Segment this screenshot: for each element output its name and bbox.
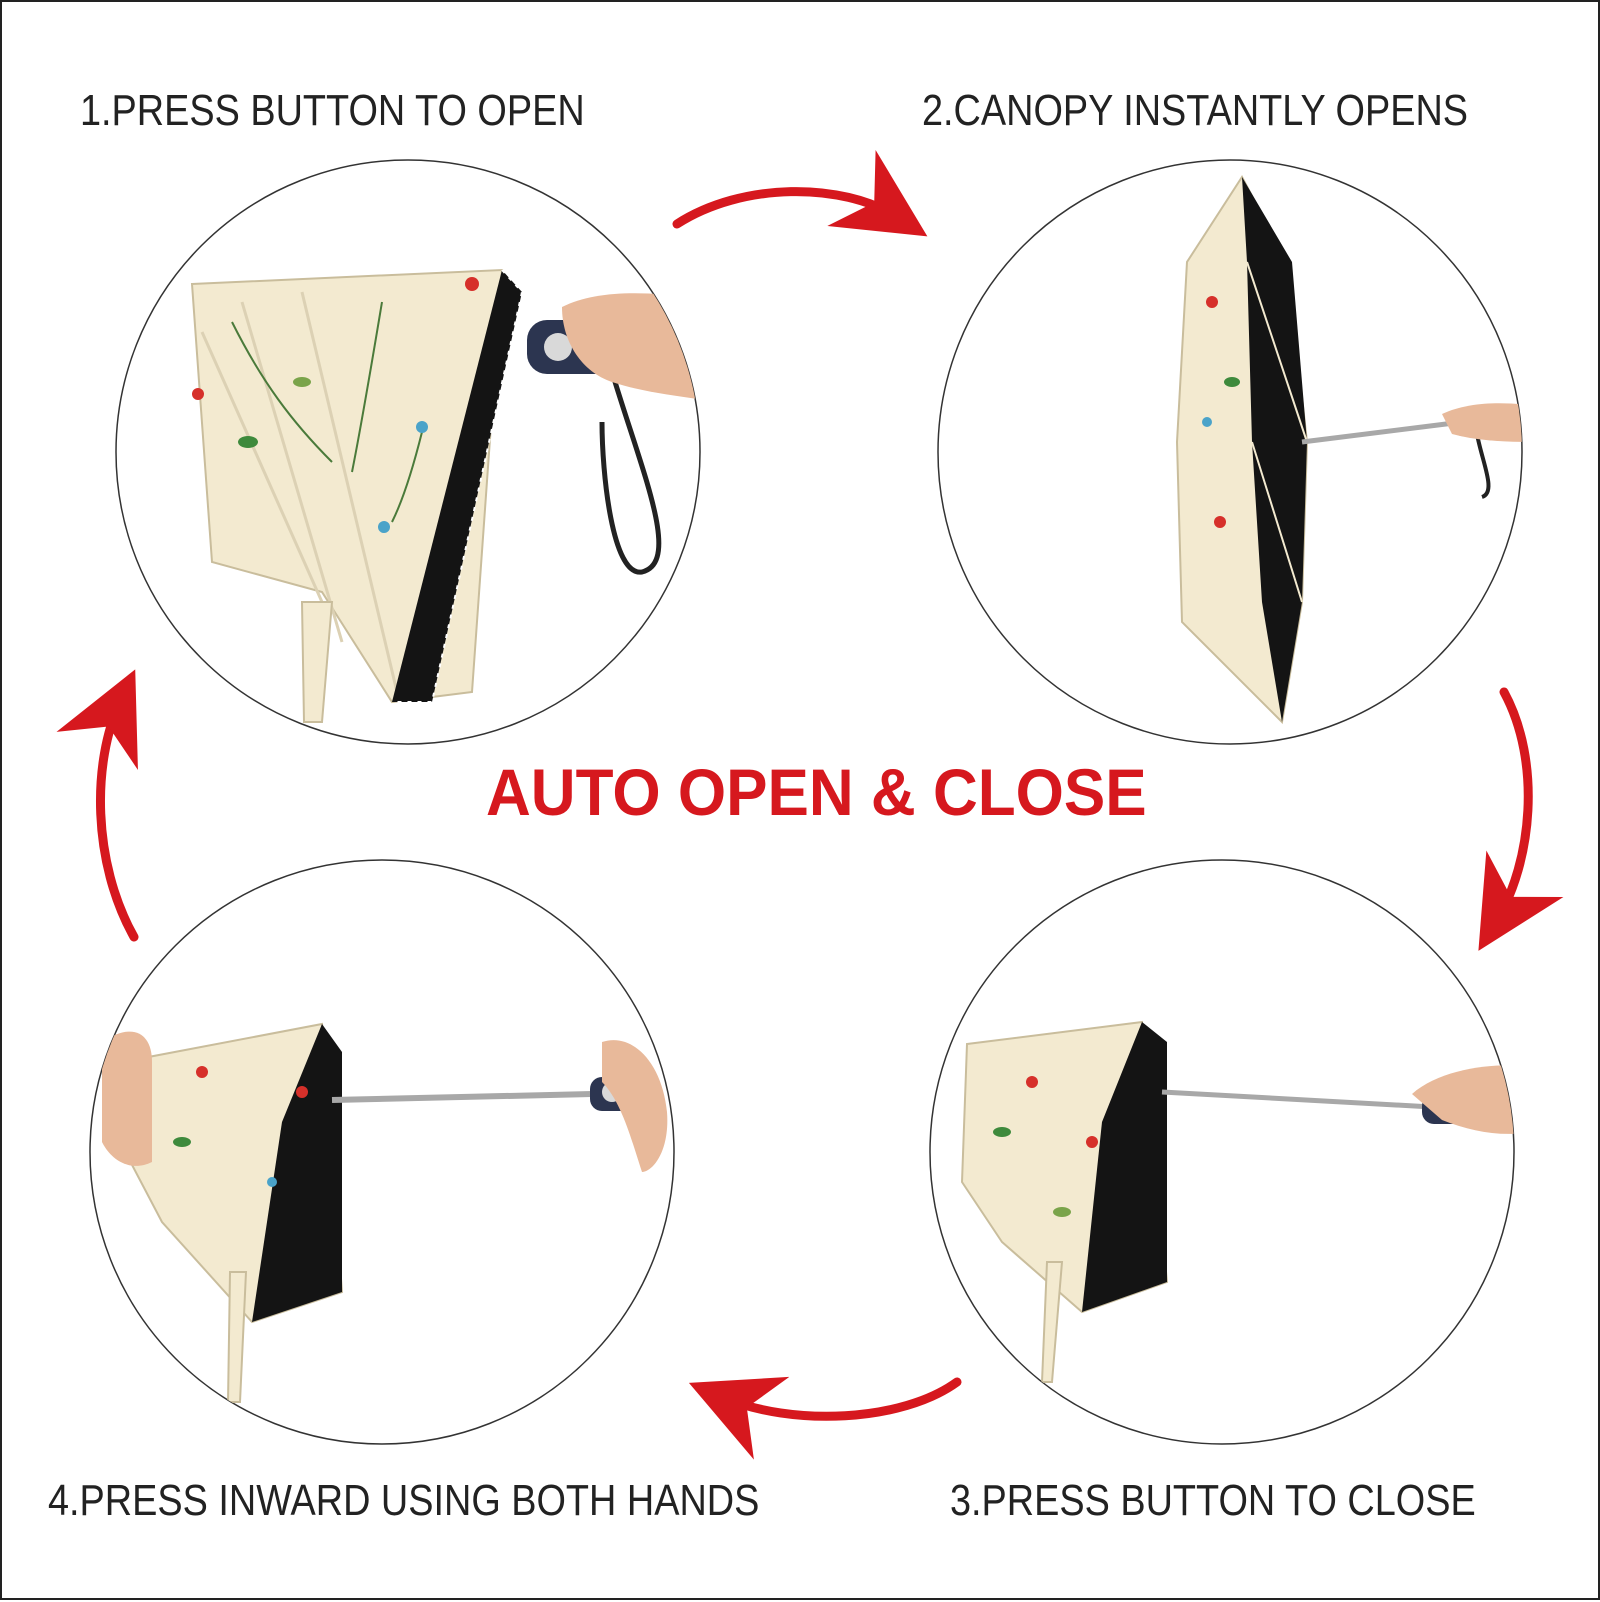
step-2-photo (937, 159, 1523, 745)
step-2-label: 2.CANOPY INSTANTLY OPENS (922, 86, 1469, 135)
umbrella-illustration (190, 268, 524, 723)
hand-illustration (1412, 1065, 1514, 1134)
step-1-photo (115, 159, 701, 745)
hand-illustration (102, 1031, 668, 1172)
step-4-label: 4.PRESS INWARD USING BOTH HANDS (48, 1476, 760, 1525)
step-4-photo (89, 859, 675, 1445)
umbrella-illustration (1175, 175, 1494, 725)
cycle-arrow-icon (56, 669, 139, 942)
step-3-photo (929, 859, 1515, 1445)
step-1-label: 1.PRESS BUTTON TO OPEN (80, 86, 585, 135)
cycle-arrow-icon (672, 150, 928, 237)
cycle-arrow-icon (688, 1376, 962, 1460)
hand-illustration (1442, 403, 1522, 442)
cycle-arrow-icon (1478, 687, 1564, 951)
umbrella-illustration (118, 1022, 650, 1403)
headline: AUTO OPEN & CLOSE (486, 755, 1147, 829)
step-3-label: 3.PRESS BUTTON TO CLOSE (950, 1476, 1476, 1525)
